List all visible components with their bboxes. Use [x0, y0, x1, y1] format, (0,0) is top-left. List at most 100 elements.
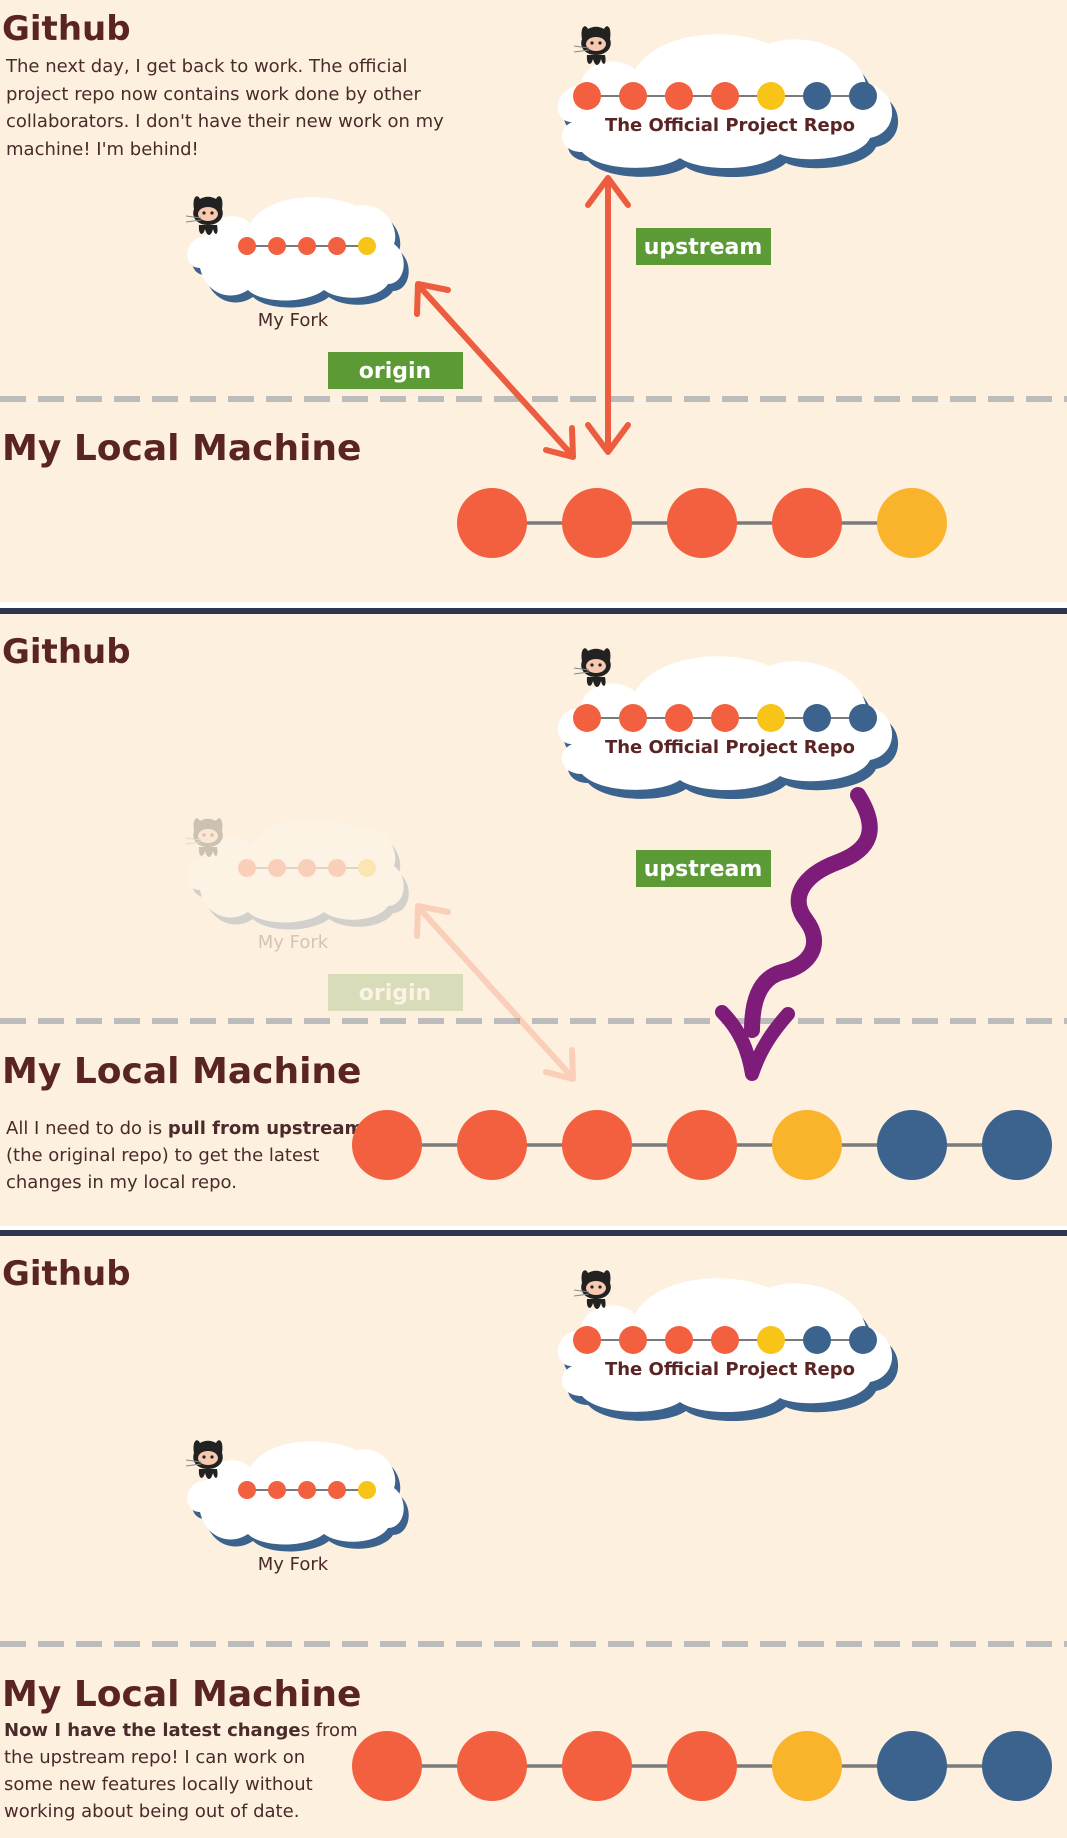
panel-divider-2: [0, 1230, 1067, 1236]
commit-node: [665, 1326, 693, 1354]
official-repo-commits: [573, 82, 877, 110]
commit-node: [573, 1326, 601, 1354]
local-commits: [457, 488, 947, 558]
panel-3-explain-line: some new features locally without: [4, 1774, 313, 1795]
panel-1-local-heading: My Local Machine: [2, 428, 361, 469]
commit-node: [268, 237, 286, 255]
commit-node: [562, 1110, 632, 1180]
commit-node: [757, 1326, 785, 1354]
panel-2-local-heading: My Local Machine: [2, 1051, 361, 1092]
commit-node: [982, 1731, 1052, 1801]
panel-3-explain-line: the upstream repo! I can work on: [4, 1747, 305, 1768]
commit-node: [238, 1481, 256, 1499]
upstream-tag-label: upstream: [644, 857, 763, 882]
commit-node: [772, 488, 842, 558]
commit-node: [268, 859, 286, 877]
commit-node: [849, 1326, 877, 1354]
commit-node: [573, 704, 601, 732]
commit-node: [877, 1110, 947, 1180]
commit-node: [352, 1110, 422, 1180]
panel-2-explain-line: All I need to do is pull from upstream: [6, 1118, 363, 1139]
commit-node: [328, 859, 346, 877]
commit-node: [803, 1326, 831, 1354]
commit-node: [772, 1731, 842, 1801]
commit-node: [298, 237, 316, 255]
upstream-tag: [636, 850, 771, 887]
fork-commits: [238, 1481, 376, 1499]
commit-node: [772, 1110, 842, 1180]
commit-node: [358, 859, 376, 877]
official-repo-label: The Official Project Repo: [605, 1359, 855, 1380]
panel-3-explain-line: working about being out of date.: [4, 1801, 299, 1822]
commit-node: [457, 488, 527, 558]
fork-label: My Fork: [258, 932, 329, 953]
commit-node: [877, 1731, 947, 1801]
commit-node: [619, 1326, 647, 1354]
commit-node: [358, 237, 376, 255]
commit-node: [849, 82, 877, 110]
commit-node: [711, 82, 739, 110]
upstream-tag: [636, 228, 771, 265]
commit-node: [667, 488, 737, 558]
panel-2-explain-line: (the original repo) to get the latest: [6, 1145, 319, 1166]
panel-3: Github The Official Project Repo My Fork…: [2, 1254, 1052, 1822]
commit-node: [757, 704, 785, 732]
origin-arrow: [414, 903, 576, 1082]
panel-1-intro-line: collaborators. I don't have their new wo…: [6, 111, 444, 132]
commit-node: [877, 488, 947, 558]
fork-commits: [238, 237, 376, 255]
panel-3-github-heading: Github: [2, 1254, 131, 1294]
commit-node: [667, 1731, 737, 1801]
official-repo-commits: [573, 704, 877, 732]
local-commits: [352, 1110, 1052, 1180]
panel-1: Github The next day, I get back to work.…: [2, 9, 947, 558]
origin-tag-label: origin: [359, 981, 431, 1006]
official-repo-label: The Official Project Repo: [605, 737, 855, 758]
local-commits: [352, 1731, 1052, 1801]
official-repo-commits: [573, 1326, 877, 1354]
commit-node: [982, 1110, 1052, 1180]
panel-2: Github The Official Project Repo My Fork…: [2, 632, 1052, 1193]
commit-node: [268, 1481, 286, 1499]
commit-node: [562, 488, 632, 558]
panel-1-github-heading: Github: [2, 9, 131, 49]
fork-label: My Fork: [258, 1554, 329, 1575]
commit-node: [757, 82, 785, 110]
panel-1-intro-line: project repo now contains work done by o…: [6, 84, 421, 105]
fork-label: My Fork: [258, 310, 329, 331]
commit-node: [328, 237, 346, 255]
commit-node: [711, 1326, 739, 1354]
panel-3-local-heading: My Local Machine: [2, 1674, 361, 1715]
panel-1-intro-line: The next day, I get back to work. The of…: [5, 56, 408, 77]
commit-node: [665, 82, 693, 110]
commit-node: [238, 237, 256, 255]
upstream-tag-label: upstream: [644, 235, 763, 260]
commit-node: [352, 1731, 422, 1801]
commit-node: [619, 82, 647, 110]
commit-node: [457, 1731, 527, 1801]
fork-cloud: [187, 1441, 409, 1552]
origin-tag-label: origin: [359, 359, 431, 384]
commit-node: [711, 704, 739, 732]
commit-node: [358, 1481, 376, 1499]
fork-commits: [238, 859, 376, 877]
panel-2-explain-line: changes in my local repo.: [6, 1172, 237, 1193]
origin-tag: [328, 974, 463, 1011]
pull-from-upstream-arrow: [715, 787, 878, 1081]
panel-3-background: [0, 1235, 1067, 1838]
origin-arrow: [414, 281, 576, 460]
origin-tag: [328, 352, 463, 389]
commit-node: [803, 82, 831, 110]
commit-node: [298, 1481, 316, 1499]
commit-node: [573, 82, 601, 110]
commit-node: [665, 704, 693, 732]
commit-node: [619, 704, 647, 732]
panel-divider-1: [0, 608, 1067, 614]
panel-3-explain-line: Now I have the latest changes from: [4, 1720, 358, 1741]
official-repo-label: The Official Project Repo: [605, 115, 855, 136]
faded-fork-group: My Fork origin: [185, 817, 576, 1082]
commit-node: [667, 1110, 737, 1180]
panel-2-github-heading: Github: [2, 632, 131, 672]
